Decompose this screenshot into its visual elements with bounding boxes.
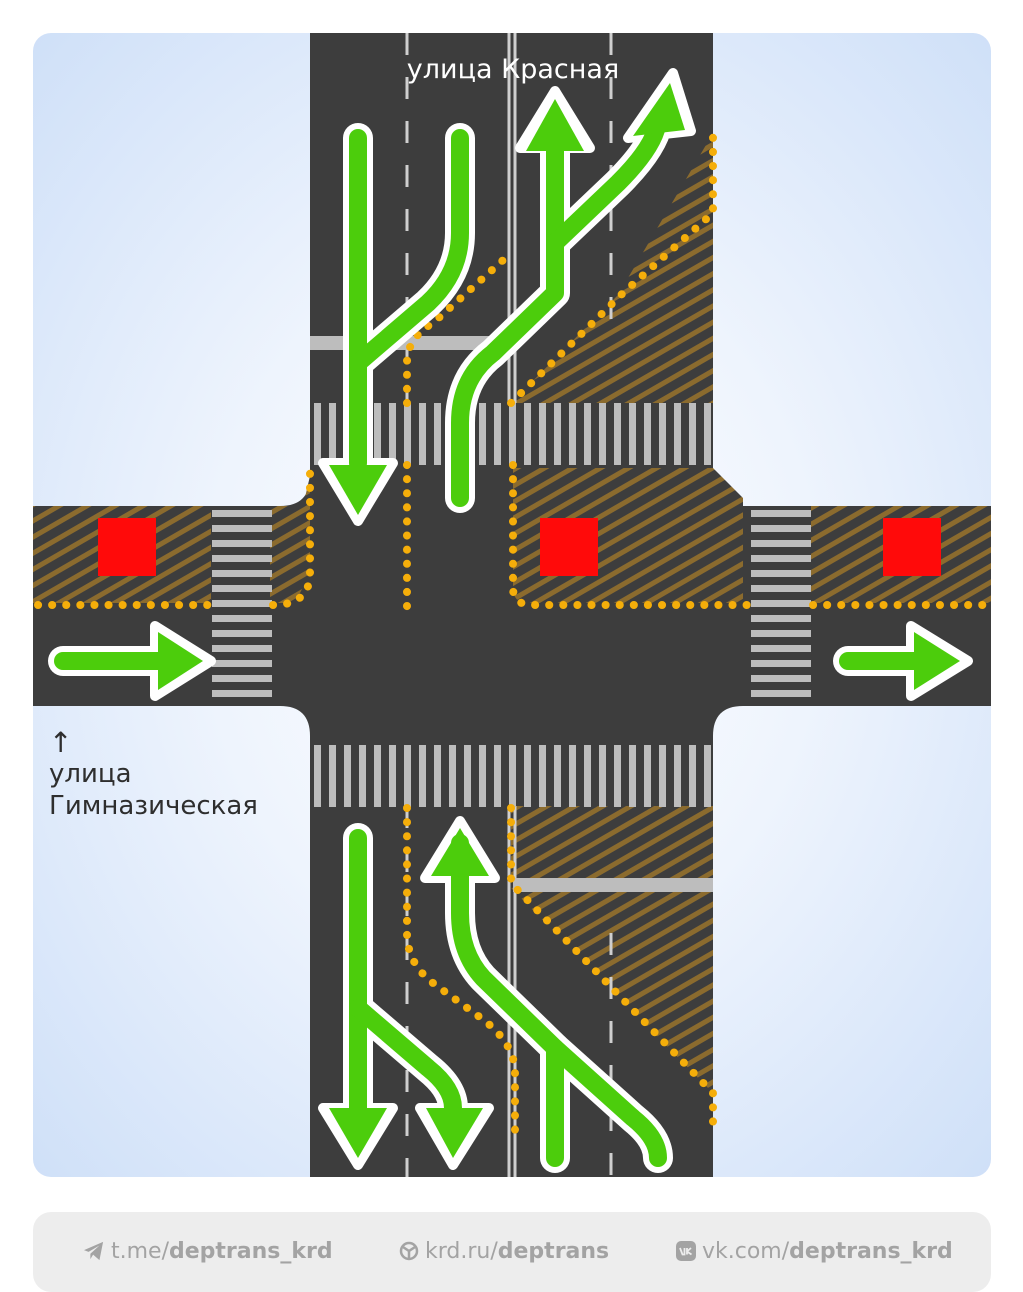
arrowheads	[158, 83, 960, 1158]
stop-marker-west	[98, 518, 156, 576]
arrow-north-merge	[349, 129, 469, 372]
site-link[interactable]: krd.ru/deptrans	[399, 1236, 609, 1266]
stop-marker-center	[540, 518, 598, 576]
arrow-south-split	[349, 999, 462, 1117]
stop-marker-east	[883, 518, 941, 576]
street-label-west-line2: Гимназическая	[49, 791, 258, 821]
street-label-north: улица Красная	[406, 54, 620, 85]
stop-markers	[98, 518, 941, 576]
telegram-prefix: t.me/	[111, 1238, 169, 1264]
footer-links: t.me/deptrans_krd krd.ru/deptrans vk.com…	[33, 1212, 991, 1292]
site-prefix: krd.ru/	[425, 1238, 498, 1264]
arrow-south-turn	[451, 834, 564, 1057]
direction-arrows	[54, 109, 947, 1167]
crosswalk-south	[314, 745, 711, 807]
crosswalk-west	[212, 510, 272, 697]
street-label-west: ↑ улица Гимназическая	[49, 728, 309, 822]
crosswalk-east	[751, 510, 811, 697]
vk-handle: deptrans_krd	[789, 1238, 953, 1264]
globe-icon	[399, 1241, 419, 1261]
barrier-dotted-lines	[34, 129, 991, 1137]
telegram-icon	[84, 1241, 104, 1261]
vk-prefix: vk.com/	[702, 1238, 790, 1264]
site-handle: deptrans	[497, 1238, 610, 1264]
vk-icon	[676, 1241, 696, 1261]
street-label-west-line1: улица	[49, 759, 132, 789]
vk-link[interactable]: vk.com/deptrans_krd	[676, 1236, 953, 1266]
intersection-scheme-card: улица Красная ↑ улица Гимназическая	[33, 33, 991, 1177]
telegram-link[interactable]: t.me/deptrans_krd	[83, 1236, 333, 1266]
telegram-handle: deptrans_krd	[169, 1238, 333, 1264]
intersection-diagram	[33, 33, 991, 1177]
arrow-south-entry	[546, 1039, 667, 1167]
arrow-north-exit	[451, 134, 564, 507]
up-arrow-icon: ↑	[49, 726, 73, 759]
